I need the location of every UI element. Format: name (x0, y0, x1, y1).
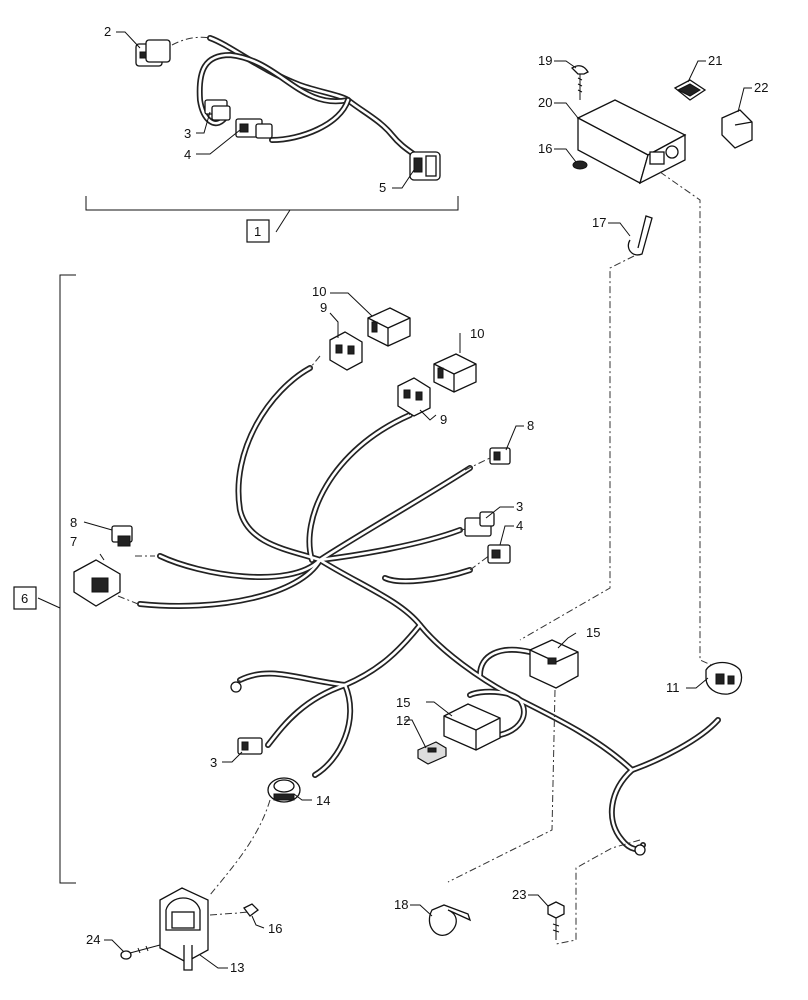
connector-7 (73, 559, 121, 607)
relay-10-upper (367, 307, 411, 347)
assembly-lines (117, 171, 719, 945)
callout-3-top: 3 (184, 126, 191, 141)
harness-bracket-6 (13, 274, 76, 884)
callout-3-right: 3 (516, 499, 523, 514)
kit-bracket-1 (85, 196, 459, 243)
callout-9-upper: 9 (320, 300, 327, 315)
bolt-24 (120, 944, 161, 960)
relay-socket-9-lower (397, 377, 431, 417)
callout-9-lower: 9 (440, 412, 447, 427)
callout-16-lower: 16 (268, 921, 282, 936)
ring-terminal-left (230, 681, 242, 693)
callout-24: 24 (86, 932, 100, 947)
callout-8-left: 8 (70, 515, 77, 530)
callout-14: 14 (316, 793, 330, 808)
main-harness-wires (137, 365, 721, 853)
callout-4-right: 4 (516, 518, 523, 533)
clamp-18 (428, 904, 472, 936)
clip-17 (627, 215, 653, 256)
callout-4-top: 4 (184, 147, 191, 162)
callout-8-right: 8 (527, 418, 534, 433)
power-socket-13 (159, 887, 209, 971)
callout-17: 17 (592, 215, 606, 230)
control-module-20 (576, 99, 687, 185)
callout-12: 12 (396, 713, 410, 728)
relay-socket-9-upper (329, 331, 363, 371)
connector-4-top (235, 118, 273, 139)
ring-terminal-right (634, 844, 646, 856)
callout-20: 20 (538, 95, 552, 110)
connector-3-lower (237, 737, 263, 755)
fuse-12 (417, 741, 447, 765)
connector-21 (673, 79, 707, 101)
callout-15-lower: 15 (396, 695, 410, 710)
callout-5: 5 (379, 180, 386, 195)
callout-leaders (83, 31, 752, 969)
callout-11: 11 (666, 680, 680, 695)
callout-10-lower: 10 (470, 326, 484, 341)
callout-7: 7 (70, 534, 77, 549)
callout-23: 23 (512, 887, 526, 902)
fuse-holder-15-lower (443, 703, 501, 751)
nut-16-lower (243, 903, 259, 917)
relay-10-lower (433, 353, 477, 393)
connector-5 (409, 151, 441, 181)
connector-3-right (464, 511, 495, 537)
connector-2 (135, 39, 171, 67)
kit-harness-wires (171, 35, 418, 158)
connector-3-top (204, 99, 231, 121)
connector-11 (705, 661, 743, 695)
nut-16-top (572, 160, 588, 170)
callout-19: 19 (538, 53, 552, 68)
callout-3-lower: 3 (210, 755, 217, 770)
callout-6: 6 (21, 591, 28, 606)
callout-13: 13 (230, 960, 244, 975)
callout-15-upper: 15 (586, 625, 600, 640)
connector-8-left (111, 525, 133, 547)
bolt-23 (547, 901, 565, 940)
connector-4-right (487, 544, 511, 564)
bolt-19 (570, 65, 589, 100)
fuse-holder-15-upper (529, 639, 579, 689)
callout-1: 1 (254, 224, 261, 239)
connector-8-right (489, 447, 511, 465)
switch-14 (267, 777, 301, 803)
callout-22: 22 (754, 80, 768, 95)
callout-10-upper: 10 (312, 284, 326, 299)
callout-21: 21 (708, 53, 722, 68)
callout-18: 18 (394, 897, 408, 912)
callout-2: 2 (104, 24, 111, 39)
connector-22 (721, 109, 753, 149)
callout-16-top: 16 (538, 141, 552, 156)
callout-labels: 1 2 3 4 5 6 7 8 8 9 9 10 10 3 4 3 11 12 … (21, 24, 768, 975)
